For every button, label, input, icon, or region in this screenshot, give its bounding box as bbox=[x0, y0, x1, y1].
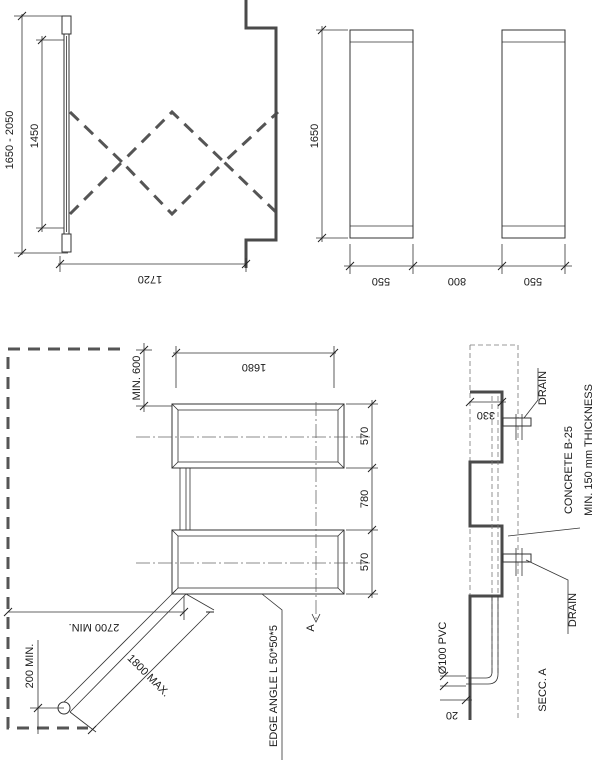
pit-outline bbox=[6, 347, 120, 730]
dim-20: 20 bbox=[446, 709, 458, 721]
dim-width: 1720 bbox=[138, 273, 162, 285]
drain-bottom-label: DRAIN bbox=[567, 593, 579, 627]
dim-570-bottom: 570 bbox=[359, 553, 371, 571]
dim-height: 1650 bbox=[309, 124, 321, 148]
dim-780: 780 bbox=[359, 490, 371, 508]
section-a-view: 330 DRAIN CONCRETE B-25 MIN. 150 mm THIC… bbox=[437, 344, 595, 721]
section-title: SECC. A bbox=[537, 668, 549, 712]
drain-pipe-bottom bbox=[502, 553, 532, 563]
pad-right bbox=[501, 29, 566, 239]
dim-200-min: 200 MIN. bbox=[24, 644, 36, 689]
section-profile bbox=[468, 390, 504, 720]
drain-top-label: DRAIN bbox=[537, 371, 549, 405]
section-marker-a: A bbox=[305, 624, 317, 632]
post-cap-bottom bbox=[61, 233, 72, 253]
pad-left bbox=[349, 29, 414, 239]
scissor-arm-upper bbox=[68, 109, 280, 165]
front-elevation-view: 1650 550 800 550 bbox=[309, 25, 572, 287]
dim-gap: 800 bbox=[448, 275, 466, 287]
pit-lower bbox=[171, 529, 345, 595]
edge-angle-leader bbox=[261, 593, 283, 760]
dim-total-height: 1650 - 2050 bbox=[4, 111, 16, 170]
drain-pipe-top bbox=[502, 417, 532, 427]
dim-left-width: 550 bbox=[372, 275, 390, 287]
scissor-arm-lower bbox=[68, 159, 280, 217]
concrete-label: CONCRETE B-25 bbox=[563, 426, 575, 514]
drain-channel-diagonal bbox=[61, 589, 177, 705]
post-cap-top bbox=[61, 15, 72, 35]
dim-330: 330 bbox=[477, 409, 495, 421]
dim-inner-height: 1450 bbox=[29, 124, 41, 148]
pit-upper bbox=[171, 403, 345, 469]
wall-profile bbox=[244, 0, 278, 268]
dim-570-top: 570 bbox=[359, 427, 371, 445]
pvc-pipe bbox=[466, 596, 499, 685]
thickness-label: MIN. 150 mm THICKNESS bbox=[583, 384, 595, 516]
side-elevation-view: 1650 - 2050 1450 1720 bbox=[4, 0, 280, 285]
dim-1800-max: 1800 MAX. bbox=[125, 652, 172, 699]
plan-view: MIN. 600 1680 bbox=[3, 343, 378, 760]
dim-min-600: MIN. 600 bbox=[131, 356, 143, 401]
dim-2700-min: 2700 MIN. bbox=[69, 621, 120, 633]
pvc-label: Ø100 PVC bbox=[437, 622, 449, 675]
dim-right-width: 550 bbox=[524, 275, 542, 287]
dim-1680: 1680 bbox=[242, 361, 266, 373]
edge-angle-label: EDGE ANGLE L 50*50*5 bbox=[268, 625, 280, 747]
